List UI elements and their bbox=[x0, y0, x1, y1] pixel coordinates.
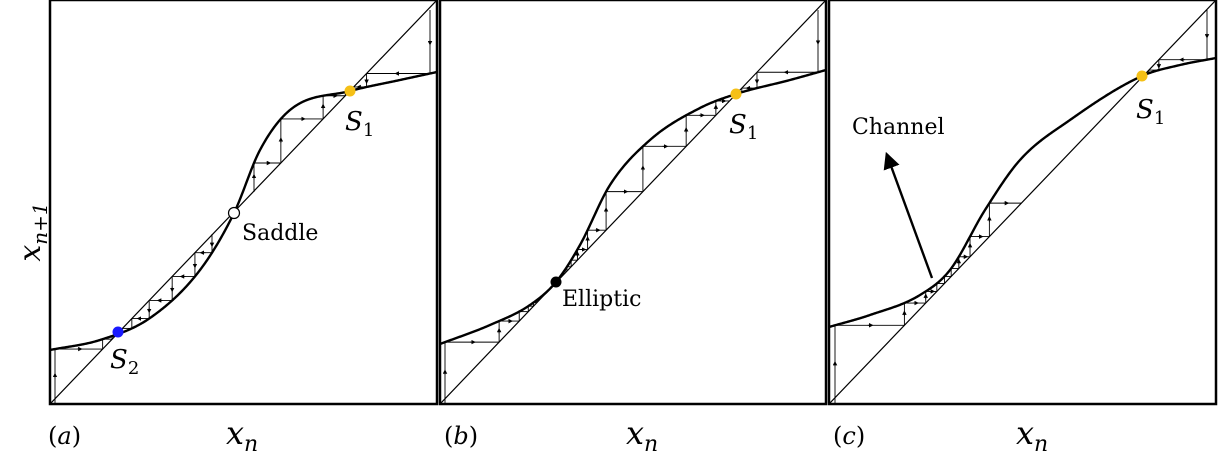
channel-arrow bbox=[883, 151, 934, 279]
elliptic-label: Elliptic bbox=[562, 287, 641, 312]
saddle-point bbox=[227, 206, 241, 220]
x-axis-label: xn bbox=[226, 414, 258, 454]
cobweb-path bbox=[832, 10, 1210, 404]
panel-frame bbox=[438, 0, 828, 406]
diagonal-line bbox=[440, 0, 826, 404]
diagonal-line bbox=[829, 0, 1216, 404]
panel-b: Elliptic S1 (b) xn bbox=[438, 0, 828, 454]
saddle-label: Saddle bbox=[242, 221, 318, 246]
y-axis-label: xn+1 bbox=[13, 202, 52, 261]
x-axis-label: xn bbox=[1016, 414, 1048, 454]
map-curve bbox=[829, 56, 1216, 329]
panel-frame bbox=[48, 0, 439, 406]
diagonal-line bbox=[50, 0, 437, 404]
S1-label: S1 bbox=[345, 107, 374, 141]
map-curve bbox=[50, 70, 437, 352]
panel-tag: (a) bbox=[48, 422, 81, 450]
panel-c: S1 Channel (c) xn bbox=[827, 0, 1218, 454]
S1-label: S1 bbox=[1136, 95, 1165, 129]
panel-tag: (b) bbox=[444, 422, 478, 450]
panel-a: S2 Saddle S1 (a) xn bbox=[48, 0, 439, 454]
panel-frame bbox=[827, 0, 1218, 406]
x-axis-label: xn bbox=[626, 414, 658, 454]
S1-point bbox=[1136, 70, 1148, 82]
panel-tag: (c) bbox=[833, 422, 865, 450]
S1-label: S1 bbox=[729, 110, 758, 144]
S2-label: S2 bbox=[110, 345, 139, 379]
S1-point bbox=[730, 88, 742, 100]
S1-point bbox=[344, 85, 356, 97]
map-curve bbox=[440, 68, 826, 346]
cobweb-path bbox=[442, 10, 821, 404]
elliptic-point bbox=[550, 276, 562, 288]
channel-label: Channel bbox=[852, 115, 945, 140]
S2-point bbox=[112, 326, 124, 338]
